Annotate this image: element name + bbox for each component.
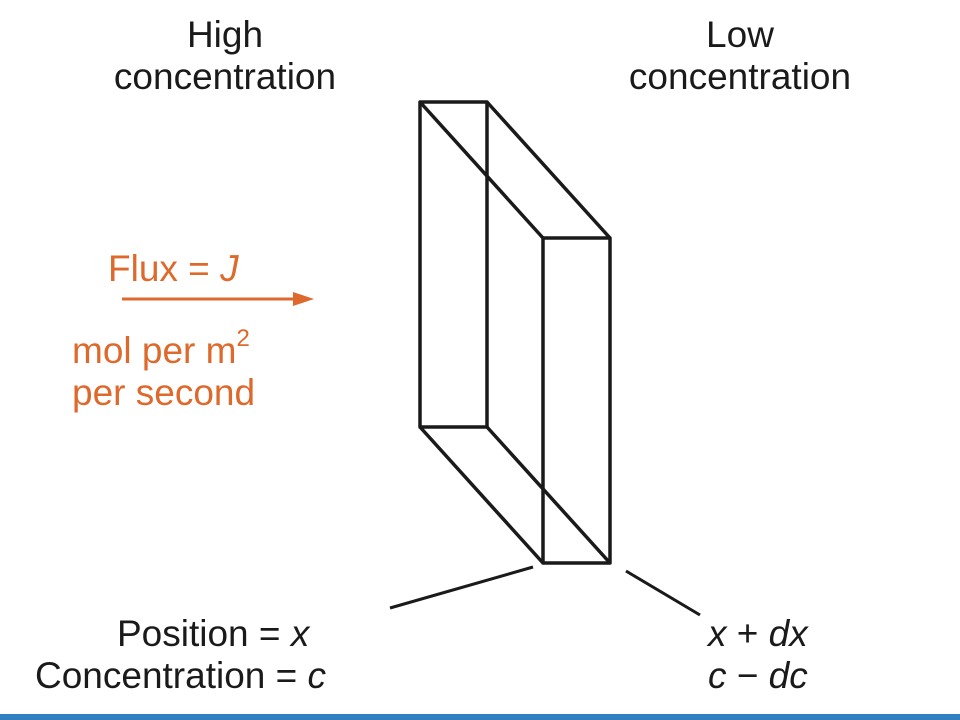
high-concentration-label: High concentration: [60, 14, 390, 98]
slab-back-face: [418, 100, 489, 429]
slab-top-edge: [485, 100, 612, 240]
flux-label-text: Flux =: [108, 248, 221, 289]
leader-lines: [389, 565, 701, 617]
position-var: x: [290, 613, 310, 654]
concentration-c-minus-dc: c − dc: [708, 655, 808, 697]
flux-label: Flux = J: [108, 248, 239, 290]
slab-top-left-edge: [418, 100, 545, 240]
c-var: c: [708, 655, 727, 696]
slab-front-face: [541, 236, 612, 565]
slab-bottom-right-edge: [485, 425, 612, 565]
position-label-text: Position =: [117, 613, 291, 654]
flux-units-line1: mol per m2: [72, 326, 255, 372]
concentration-var: c: [307, 655, 327, 696]
leader-line-left: [389, 565, 534, 610]
low-label-line1: Low: [706, 14, 774, 55]
concentration-label-text: Concentration =: [35, 655, 308, 696]
flux-arrow: [122, 292, 314, 306]
high-label-line2: concentration: [113, 56, 337, 97]
bottom-accent-bar: [0, 714, 960, 720]
high-label-line1: High: [186, 14, 264, 55]
low-concentration-label: Low concentration: [565, 14, 915, 98]
slab-volume-element: [418, 100, 612, 565]
dc-var: dc: [768, 655, 808, 696]
flux-units-exponent: 2: [236, 324, 250, 352]
x-var: x: [708, 613, 727, 654]
flux-units-text: mol per m: [72, 330, 237, 371]
flux-arrow-head: [293, 292, 314, 306]
c-op: −: [726, 655, 769, 696]
leader-line-right: [625, 569, 701, 617]
flux-symbol: J: [220, 248, 239, 289]
x-op: +: [726, 613, 769, 654]
concentration-c-label: Concentration = c: [35, 655, 326, 697]
left-position-annotation: Position = x Concentration = c: [35, 613, 326, 697]
low-label-line2: concentration: [628, 56, 852, 97]
right-position-annotation: x + dx c − dc: [708, 613, 808, 697]
position-x-plus-dx: x + dx: [708, 613, 808, 655]
slab-bottom-left-edge: [418, 425, 545, 565]
flux-units: mol per m2 per second: [72, 326, 256, 414]
position-x-label: Position = x: [35, 613, 326, 655]
dx-var: dx: [768, 613, 808, 654]
flux-units-line2: per second: [72, 372, 256, 413]
